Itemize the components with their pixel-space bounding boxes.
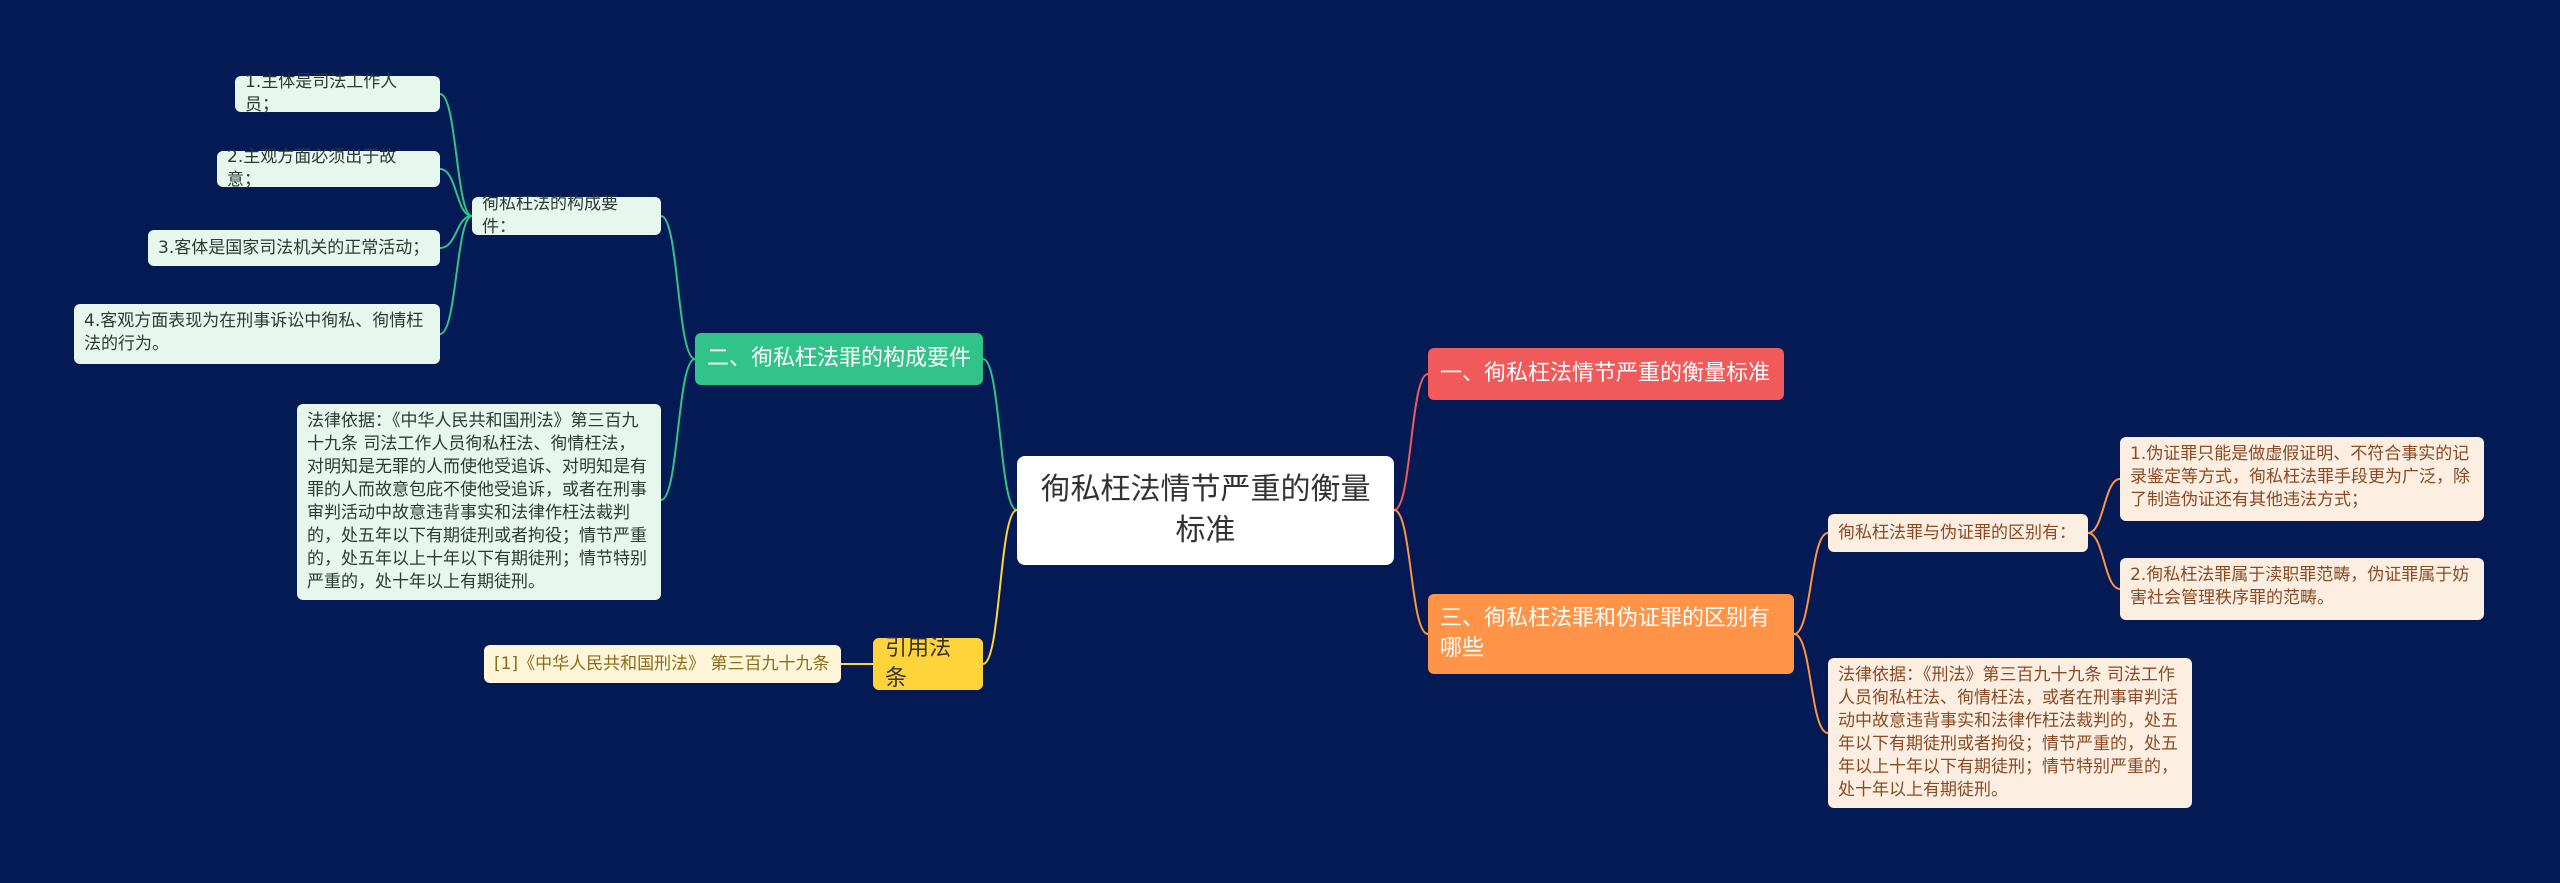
branch-elements[interactable]: 二、徇私枉法罪的构成要件 bbox=[695, 333, 983, 385]
root-topic[interactable]: 徇私枉法情节严重的衡量标准 bbox=[1017, 456, 1394, 565]
element-item-2[interactable]: 2.主观方面必须出于故意； bbox=[217, 147, 440, 190]
branch-difference[interactable]: 三、徇私枉法罪和伪证罪的区别有哪些 bbox=[1428, 594, 1794, 674]
difference-legal-basis[interactable]: 法律依据：《刑法》第三百九十九条 司法工作人员徇私枉法、徇情枉法，或者在刑事审判… bbox=[1828, 658, 2192, 808]
elements-subtopic[interactable]: 徇私枉法的构成要件： bbox=[472, 194, 661, 237]
element-item-1[interactable]: 1.主体是司法工作人员； bbox=[235, 72, 440, 115]
element-item-4[interactable]: 4.客观方面表现为在刑事诉讼中徇私、徇情枉法的行为。 bbox=[74, 304, 440, 364]
difference-subtopic[interactable]: 徇私枉法罪与伪证罪的区别有： bbox=[1828, 514, 2088, 552]
element-item-3[interactable]: 3.客体是国家司法机关的正常活动； bbox=[148, 230, 440, 266]
elements-legal-basis[interactable]: 法律依据：《中华人民共和国刑法》第三百九十九条 司法工作人员徇私枉法、徇情枉法，… bbox=[297, 404, 661, 600]
difference-item-2[interactable]: 2.徇私枉法罪属于渎职罪范畴，伪证罪属于妨害社会管理秩序罪的范畴。 bbox=[2120, 558, 2484, 620]
branch-cited-law[interactable]: 引用法条 bbox=[873, 636, 983, 691]
difference-item-1[interactable]: 1.伪证罪只能是做虚假证明、不符合事实的记录鉴定等方式，徇私枉法罪手段更为广泛，… bbox=[2120, 437, 2484, 521]
cited-law-item-1[interactable]: [1]《中华人民共和国刑法》 第三百九十九条 bbox=[484, 645, 841, 683]
branch-standard[interactable]: 一、徇私枉法情节严重的衡量标准 bbox=[1428, 348, 1784, 400]
